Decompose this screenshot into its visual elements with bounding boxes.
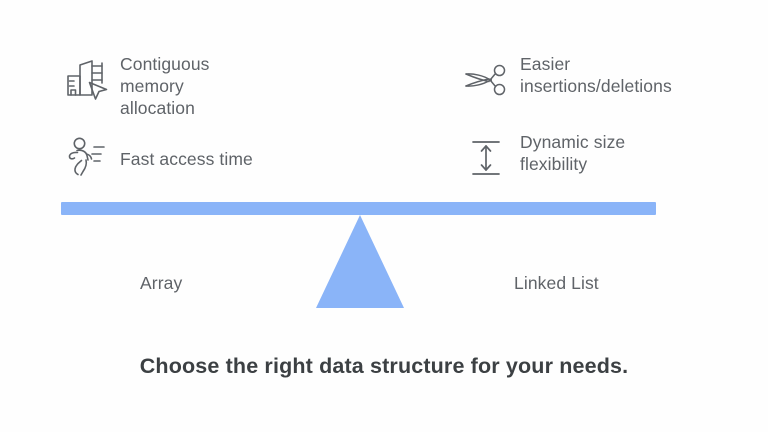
balance-fulcrum — [316, 215, 404, 308]
feature-label: Dynamic size flexibility — [520, 132, 626, 174]
feature-list-easier-insertions: Easier insertions/deletions — [458, 52, 672, 108]
feature-label: Easier insertions/deletions — [520, 54, 672, 96]
vertical-resize-arrow-icon — [458, 130, 514, 186]
feature-array-fast-access: Fast access time — [58, 130, 253, 186]
caption-text: Choose the right data structure for your… — [139, 354, 629, 378]
feature-label: Contiguous memory allocation — [120, 54, 210, 118]
memory-blocks-cursor-icon — [58, 52, 114, 108]
feature-label: Fast access time — [120, 148, 253, 169]
side-label-array: Array — [140, 273, 183, 293]
balance-beam — [61, 202, 656, 215]
scissors-icon — [458, 52, 514, 108]
feature-list-dynamic-size: Dynamic size flexibility — [458, 130, 625, 186]
feature-array-contiguous-memory: Contiguous memory allocation — [58, 52, 210, 119]
side-label-linked-list: Linked List — [514, 273, 599, 293]
running-person-icon — [58, 130, 114, 186]
